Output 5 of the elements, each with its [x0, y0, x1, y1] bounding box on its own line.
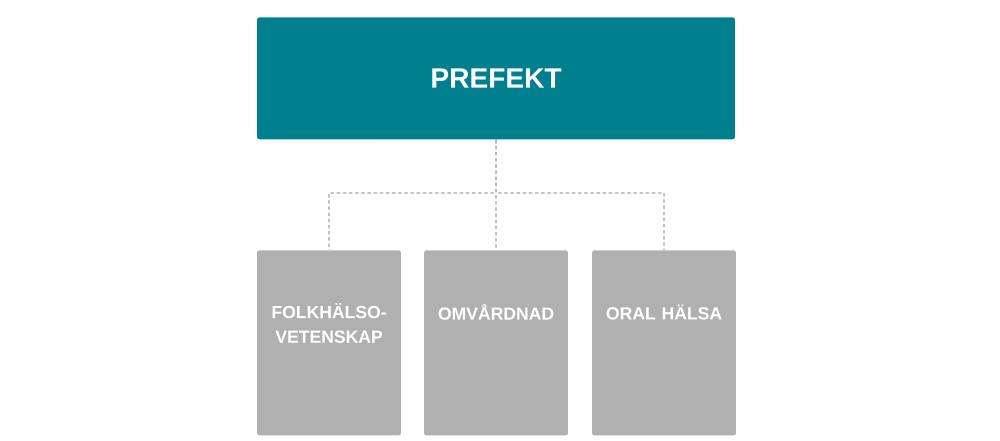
department-box: OMVÅRDNAD	[424, 250, 568, 436]
department-box: FOLKHÄLSO- VETENSKAP	[257, 250, 401, 436]
connector-line	[495, 140, 665, 250]
department-box: ORAL HÄLSA	[592, 250, 736, 436]
title-box: PREFEKT	[257, 17, 735, 140]
